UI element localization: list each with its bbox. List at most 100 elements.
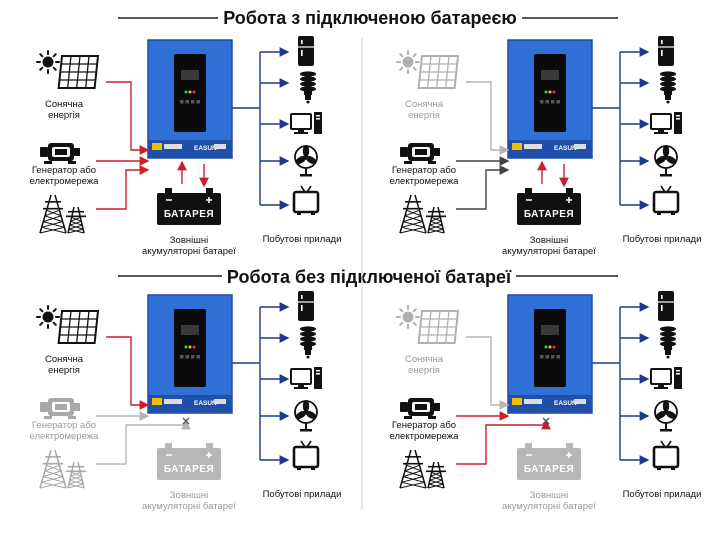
tv-icon	[652, 185, 680, 215]
battery-caption-line1: Зовнішні	[530, 235, 568, 246]
appliances-label: Побутові прилади	[623, 234, 702, 245]
warning-label	[512, 143, 522, 150]
solar-label-line1: Сонячна	[405, 99, 444, 110]
appliances-label: Побутові прилади	[623, 489, 702, 500]
solar-label-line2: енергія	[48, 110, 80, 121]
generator-label-line1: Генератор або	[32, 165, 96, 176]
generator-icon	[400, 398, 440, 419]
inverter-logo: EASUN	[194, 400, 217, 407]
inverter-logo: EASUN	[554, 145, 577, 152]
solar-to-inverter-line	[106, 81, 150, 155]
grid-to-inverter-line	[456, 165, 510, 210]
sun-icon	[36, 50, 60, 74]
warning-label	[152, 143, 162, 150]
fridge-icon	[298, 291, 314, 321]
generator-label-line2: електромережа	[30, 431, 100, 442]
power-tower-small-icon	[66, 206, 86, 234]
generator-label-line2: електромережа	[390, 176, 460, 187]
solar-label-line1: Сонячна	[45, 99, 84, 110]
solar-panel-icon	[57, 55, 100, 89]
solar-to-inverter-line	[106, 336, 150, 410]
inverter-screen	[541, 325, 559, 335]
inverter-screen	[541, 70, 559, 80]
solar-label-line2: енергія	[48, 365, 80, 376]
disconnected-x-icon	[182, 417, 190, 425]
computer-icon	[290, 367, 322, 389]
warning-label	[152, 398, 162, 405]
solar-to-inverter-line	[466, 81, 510, 155]
warning-label	[512, 398, 522, 405]
battery-caption-line1: Зовнішні	[170, 490, 208, 501]
power-tower-large-icon	[39, 449, 67, 489]
sun-icon	[396, 50, 420, 74]
solar-panel-icon	[57, 310, 100, 344]
inverter-unit: EASUN	[147, 39, 233, 159]
fan-icon	[294, 400, 318, 432]
battery-icon: БАТАРЕЯ	[517, 188, 581, 225]
battery-caption-line1: Зовнішні	[170, 235, 208, 246]
solar-label-line1: Сонячна	[45, 354, 84, 365]
inverter-unit: EASUN	[507, 294, 593, 414]
generator-label-line2: електромережа	[30, 176, 100, 187]
battery-icon: БАТАРЕЯ	[157, 188, 221, 225]
disconnected-x-icon	[542, 417, 550, 425]
generator-icon	[40, 143, 80, 164]
battery-word: БАТАРЕЯ	[164, 464, 214, 475]
power-tower-large-icon	[399, 194, 427, 234]
inverter-unit: EASUN	[507, 39, 593, 159]
appliances-label: Побутові прилади	[263, 489, 342, 500]
fridge-icon	[298, 36, 314, 66]
generator-label-line2: електромережа	[390, 431, 460, 442]
tv-icon	[652, 440, 680, 470]
solar-panel-icon	[417, 310, 460, 344]
generator-label-line1: Генератор або	[392, 165, 456, 176]
generator-icon	[40, 398, 80, 419]
battery-icon: БАТАРЕЯ	[157, 443, 221, 480]
battery-caption-line1: Зовнішні	[530, 490, 568, 501]
battery-caption-line2: акумуляторні батареї	[142, 246, 236, 257]
appliances-label: Побутові прилади	[263, 234, 342, 245]
power-tower-large-icon	[39, 194, 67, 234]
inverter-screen	[181, 325, 199, 335]
battery-word: БАТАРЕЯ	[524, 209, 574, 220]
generator-label-line1: Генератор або	[32, 420, 96, 431]
computer-icon	[650, 112, 682, 134]
computer-icon	[650, 367, 682, 389]
battery-caption-line2: акумуляторні батареї	[142, 501, 236, 512]
battery-caption-line2: акумуляторні батареї	[502, 501, 596, 512]
inverter-logo: EASUN	[194, 145, 217, 152]
sun-icon	[36, 305, 60, 329]
grid-to-inverter-line	[96, 419, 191, 465]
inverter-logo: EASUN	[554, 400, 577, 407]
solar-label-line2: енергія	[408, 110, 440, 121]
inverter-unit: EASUN	[147, 294, 233, 414]
sun-icon	[396, 305, 420, 329]
fridge-icon	[658, 291, 674, 321]
lightbulb-icon	[660, 71, 676, 104]
battery-caption-line2: акумуляторні батареї	[502, 246, 596, 257]
battery-icon: БАТАРЕЯ	[517, 443, 581, 480]
power-tower-small-icon	[426, 206, 446, 234]
grid-to-inverter-line	[96, 165, 150, 210]
fan-icon	[654, 145, 678, 177]
lightbulb-icon	[300, 71, 316, 104]
fan-icon	[294, 145, 318, 177]
computer-icon	[290, 112, 322, 134]
solar-to-inverter-line	[466, 336, 510, 410]
title-without-battery: Робота без підключеної батареї	[227, 267, 512, 287]
fan-icon	[654, 400, 678, 432]
power-tower-small-icon	[426, 461, 446, 489]
fridge-icon	[658, 36, 674, 66]
lightbulb-icon	[300, 326, 316, 359]
battery-word: БАТАРЕЯ	[524, 464, 574, 475]
inverter-screen	[181, 70, 199, 80]
battery-word: БАТАРЕЯ	[164, 209, 214, 220]
tv-icon	[292, 440, 320, 470]
generator-icon	[400, 143, 440, 164]
